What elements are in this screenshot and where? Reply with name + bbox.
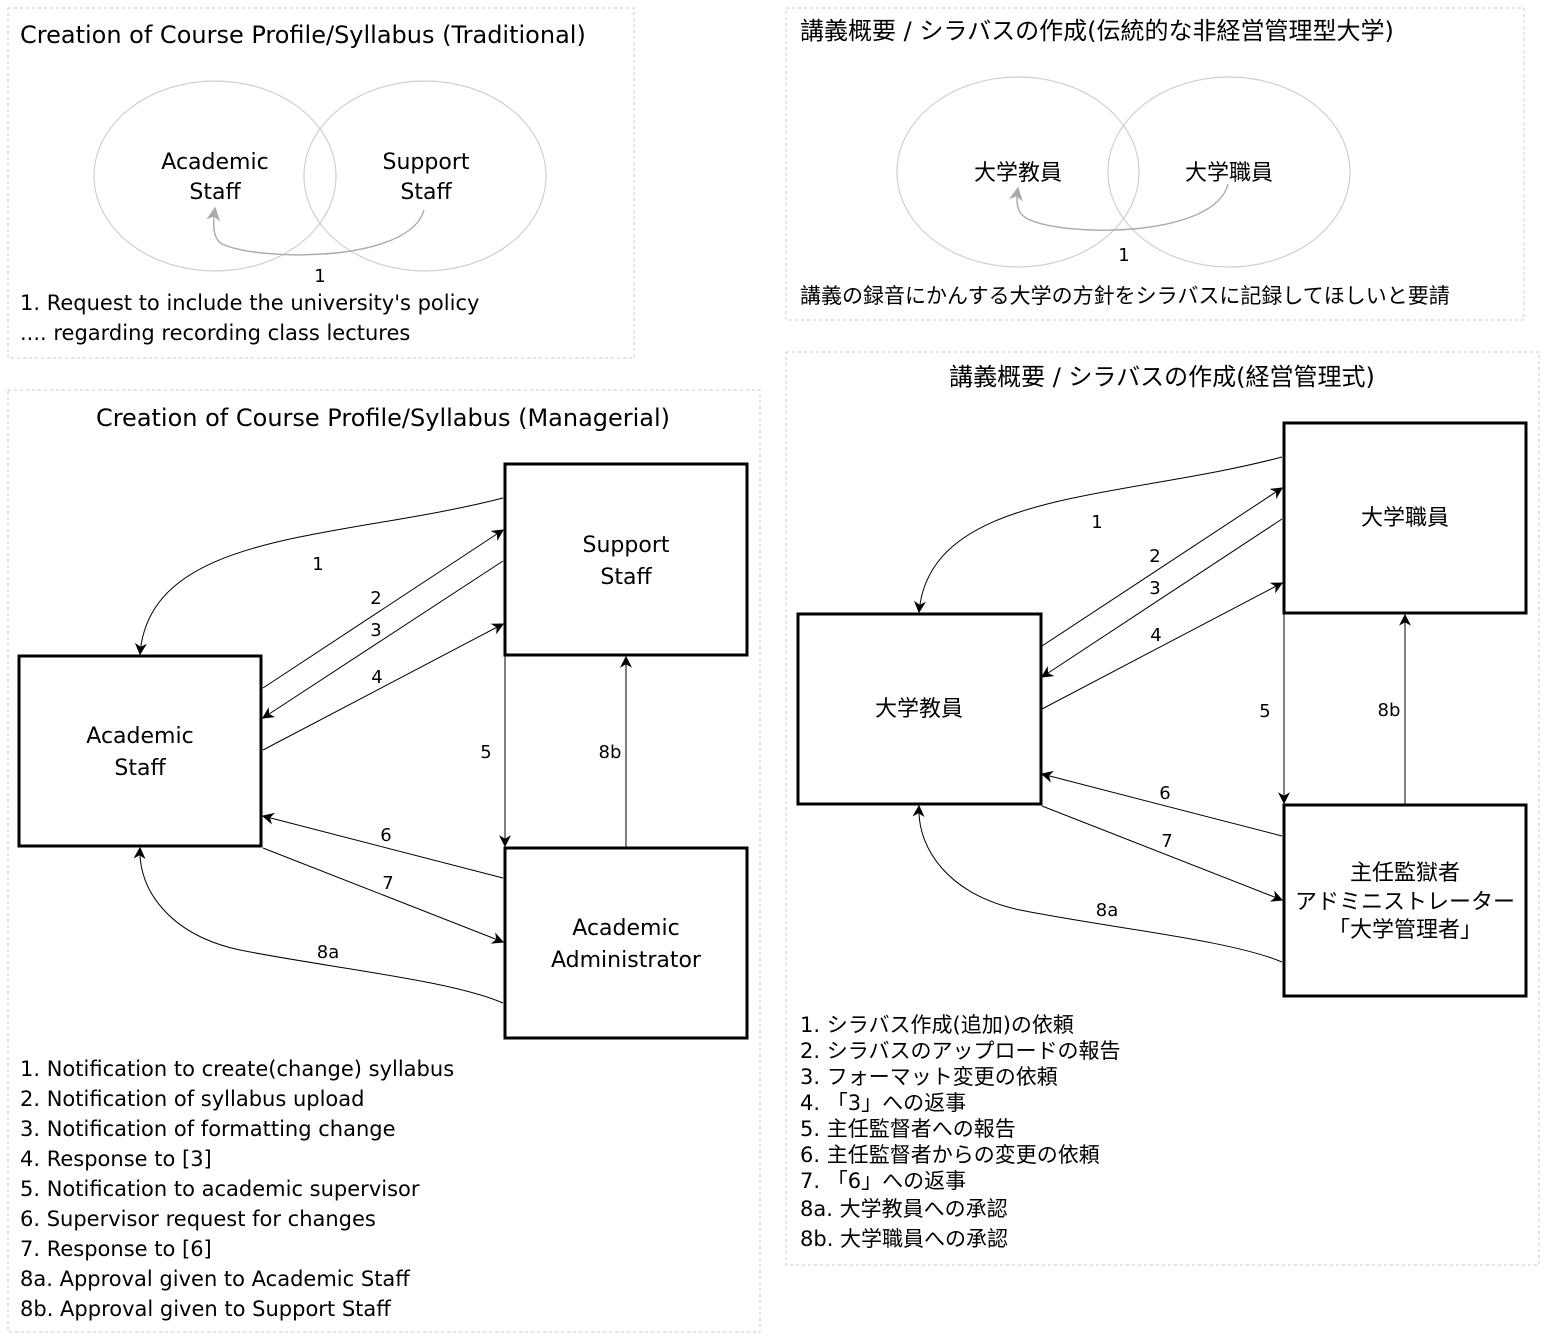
edge-label-4: 4 [1150,625,1161,646]
legend-line-7: 7. Response to [6] [20,1237,212,1261]
node-academic: 大学教員 [875,697,963,722]
node-admin-line2: アドミニストレーター [1295,890,1515,915]
edge-4 [262,623,505,751]
edge-label-3: 3 [1149,578,1160,599]
edge-label-7: 7 [382,873,393,894]
legend-line-8a: 8a. Approval given to Academic Staff [20,1267,410,1291]
panel-border [785,7,1525,321]
legend-line-8b: 8b. 大学職員への承認 [800,1227,1008,1251]
node-admin-line2: Administrator [551,948,702,973]
edge-7 [1041,805,1284,902]
legend-line-7: 7. 「6」への返事 [800,1169,966,1193]
legend-line-6: 6. 主任監督者からの変更の依頼 [800,1143,1100,1167]
node-academic-line1: Academic [161,150,268,175]
panel-traditional-ja: 講義概要 / シラバスの作成(伝統的な非経営管理型大学) 大学教員 大学職員 1… [785,7,1525,321]
legend-line-1: 1. Notification to create(change) syllab… [20,1057,454,1081]
edge-1 [914,456,1283,614]
edge-8a [912,804,1283,963]
panel-managerial-ja: 講義概要 / シラバスの作成(経営管理式) 大学教員 大学職員 主任監獄者 アド… [785,351,1540,1266]
edge-label-8b: 8b [1378,700,1401,721]
edge-label-1: 1 [314,266,325,287]
edge-4 [1041,582,1284,710]
edge-label-1: 1 [312,554,323,575]
edge-2 [262,529,505,689]
node-support-line1: Support [383,150,470,175]
legend-line-4: 4. 「3」への返事 [800,1091,966,1115]
edge-label-8a: 8a [1096,900,1118,921]
node-academic-administrator [503,846,749,1040]
edge-1 [1009,183,1229,231]
panel-border [7,7,635,359]
panel-title: 講義概要 / シラバスの作成(伝統的な非経営管理型大学) [800,17,1394,45]
legend-line-3: 3. フォーマット変更の依頼 [800,1065,1058,1089]
edge-1 [134,497,504,656]
node-academic-line2: Staff [114,756,166,781]
node-academic-staff [796,612,1043,806]
legend-line-8b: 8b. Approval given to Support Staff [20,1297,391,1321]
node-admin-line1: Academic [572,916,679,941]
panel-managerial-en: Creation of Course Profile/Syllabus (Man… [7,389,761,1333]
edge-label-6: 6 [380,825,391,846]
legend-line-6: 6. Supervisor request for changes [20,1207,376,1231]
node-academic-line2: Staff [189,180,241,205]
edge-label-8a: 8a [317,942,339,963]
edge-1 [206,206,425,256]
panel-border [785,351,1540,1266]
edge-label-5: 5 [1259,701,1270,722]
panel-title: Creation of Course Profile/Syllabus (Tra… [20,21,586,49]
edge-label-5: 5 [480,742,491,763]
node-support-staff [1282,421,1528,615]
edge-label-8b: 8b [599,742,622,763]
legend-line-4: 4. Response to [3] [20,1147,212,1171]
edge-3 [261,560,504,719]
venn-circle-academic [93,80,337,272]
panel-title: 講義概要 / シラバスの作成(経営管理式) [949,363,1375,391]
legend-line-3: 3. Notification of formatting change [20,1117,396,1141]
edge-label-6: 6 [1159,783,1170,804]
edge-6 [1040,770,1283,837]
edge-8a [133,846,504,1004]
legend-line-2: 2. Notification of syllabus upload [20,1087,364,1111]
node-academic: 大学教員 [974,161,1062,186]
legend-line-2: .... regarding recording class lectures [20,321,410,345]
node-academic-staff [17,654,263,848]
edge-7 [262,847,505,944]
edge-6 [261,812,504,879]
venn-circle-academic [896,76,1140,268]
edge-2 [1041,487,1284,647]
node-admin-line3: 「大学管理者」 [1328,918,1482,943]
node-support-line2: Staff [600,565,652,590]
node-admin-line1: 主任監獄者 [1350,861,1460,886]
edge-label-2: 2 [370,588,381,609]
legend-line-1: 講義の録音にかんする大学の方針をシラバスに記録してほしいと要請 [800,284,1450,308]
panel-border [7,389,761,1333]
edge-3 [1040,518,1283,678]
edge-label-7: 7 [1161,831,1172,852]
edge-label-1: 1 [1118,245,1129,266]
venn-circle-support [303,80,547,272]
venn-circle-support [1107,76,1351,268]
legend-line-5: 5. Notification to academic supervisor [20,1177,420,1201]
node-support-staff [503,462,749,657]
edge-label-4: 4 [371,667,382,688]
legend-line-8a: 8a. 大学教員への承認 [800,1197,1008,1221]
node-support: 大学職員 [1361,506,1449,531]
legend-line-2: 2. シラバスのアップロードの報告 [800,1039,1121,1063]
node-support-line2: Staff [400,180,452,205]
legend-line-1: 1. シラバス作成(追加)の依頼 [800,1013,1074,1037]
node-academic-line1: Academic [86,724,193,749]
panel-traditional-en: Creation of Course Profile/Syllabus (Tra… [7,7,635,359]
edge-label-3: 3 [370,620,381,641]
node-support: 大学職員 [1185,161,1273,186]
node-support-line1: Support [583,533,670,558]
legend-line-5: 5. 主任監督者への報告 [800,1117,1016,1141]
legend-line-1: 1. Request to include the university's p… [20,291,479,315]
edge-label-2: 2 [1149,546,1160,567]
panel-title: Creation of Course Profile/Syllabus (Man… [96,404,670,432]
node-academic-administrator [1282,803,1528,998]
edge-label-1: 1 [1091,512,1102,533]
